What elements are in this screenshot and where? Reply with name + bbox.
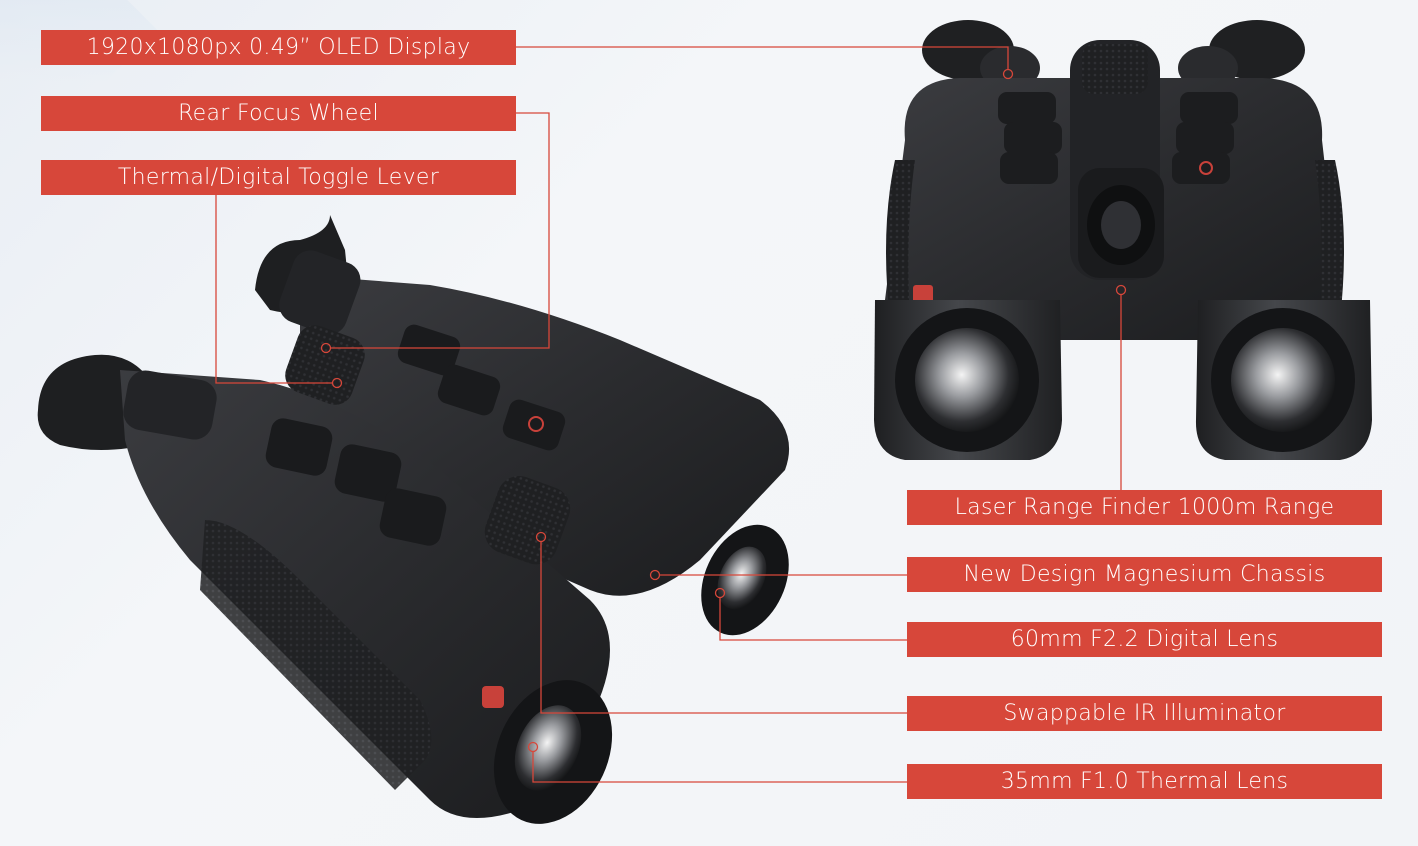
binocular-front-view (874, 20, 1372, 460)
callout-ir-illuminator: Swappable IR Illuminator (907, 696, 1382, 731)
leader-lines (215, 46, 1127, 783)
callout-rear-focus-wheel: Rear Focus Wheel (41, 96, 516, 131)
callout-laser-range-finder: Laser Range Finder 1000m Range (907, 490, 1382, 525)
callout-oled-display: 1920x1080px 0.49” OLED Display (41, 30, 516, 65)
binocular-angled-view (37, 215, 790, 824)
callout-toggle-lever: Thermal/Digital Toggle Lever (41, 160, 516, 195)
callout-magnesium-chassis: New Design Magnesium Chassis (907, 557, 1382, 592)
callout-digital-lens: 60mm F2.2 Digital Lens (907, 622, 1382, 657)
callout-thermal-lens: 35mm F1.0 Thermal Lens (907, 764, 1382, 799)
